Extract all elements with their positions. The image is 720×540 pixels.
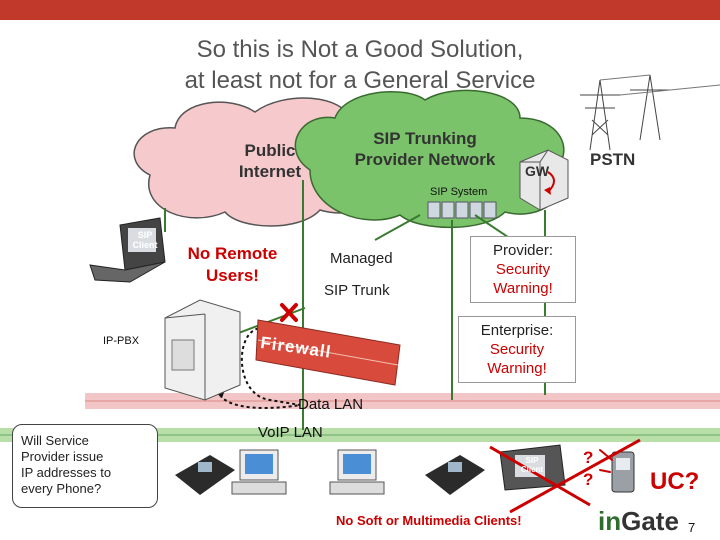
provider-heading: Provider: bbox=[492, 242, 554, 259]
question-mark-2: ? bbox=[583, 470, 594, 489]
lan-laptop-icon bbox=[499, 444, 566, 491]
enterprise-warning-callout: Enterprise: Security Warning! bbox=[458, 316, 576, 383]
sip-trunk-label: SIP Trunk bbox=[324, 282, 390, 299]
sip-system-servers bbox=[427, 201, 497, 219]
sip-system-label: SIP System bbox=[430, 186, 488, 198]
top-accent-bar bbox=[0, 0, 720, 20]
sip-client-line-2: Client bbox=[132, 240, 158, 250]
laptop-icon bbox=[89, 217, 166, 283]
provider-warning-callout: Provider: Security Warning! bbox=[470, 236, 576, 303]
voip-lan-label: VoIP LAN bbox=[258, 424, 323, 441]
will-service-line-2: Provider issue bbox=[21, 449, 104, 464]
sip-trunking-line-2: Provider Network bbox=[354, 150, 496, 169]
title-line-1: So this is Not a Good Solution, bbox=[196, 36, 524, 63]
will-service-line-3: IP addresses to bbox=[21, 465, 112, 480]
transmission-tower-icon bbox=[580, 74, 720, 151]
enterprise-heading: Enterprise: bbox=[480, 322, 554, 339]
will-service-callout: Will Service Provider issue IP addresses… bbox=[12, 424, 158, 508]
lan-sip-client-label: SIP Client bbox=[518, 456, 546, 474]
public-internet-label: Public Internet bbox=[215, 140, 325, 182]
no-remote-users-label: No Remote Users! bbox=[170, 243, 295, 287]
slide-title: So this is Not a Good Solution, at least… bbox=[0, 34, 720, 96]
no-soft-clients-label: No Soft or Multimedia Clients! bbox=[336, 513, 522, 528]
ip-pbx-server-icon bbox=[164, 299, 241, 401]
firewall-icon bbox=[255, 319, 401, 386]
desk-phone-icon bbox=[175, 455, 485, 495]
laptop-sip-client-label: SIP Client bbox=[130, 230, 160, 250]
enterprise-body-line-1: Security bbox=[489, 341, 545, 358]
logo-in: in bbox=[598, 506, 622, 536]
managed-label: Managed bbox=[330, 250, 393, 267]
title-line-2: at least not for a General Service bbox=[184, 67, 536, 94]
slide-number: 7 bbox=[688, 520, 696, 535]
no-clients-cross bbox=[489, 438, 641, 514]
gateway-icon bbox=[519, 149, 569, 211]
sip-trunking-label: SIP Trunking Provider Network bbox=[335, 128, 515, 170]
red-x-mark bbox=[280, 303, 298, 322]
lan-sip-client-line-2: Client bbox=[520, 465, 544, 474]
sip-trunking-line-1: SIP Trunking bbox=[373, 129, 477, 148]
lan-sip-client-line-1: SIP bbox=[525, 456, 539, 465]
will-service-line-1: Will Service bbox=[21, 433, 89, 448]
public-internet-line-1: Public bbox=[244, 141, 296, 160]
sip-client-line-1: SIP bbox=[137, 230, 153, 240]
no-remote-line-2: Users! bbox=[206, 266, 259, 285]
data-lan-label: Data LAN bbox=[298, 396, 364, 413]
provider-body-line-2: Warning! bbox=[493, 280, 553, 297]
desktop-pc-icon bbox=[231, 449, 385, 495]
uc-label: UC? bbox=[650, 468, 700, 495]
no-remote-line-1: No Remote bbox=[187, 244, 278, 263]
logo-gate: Gate bbox=[621, 506, 679, 536]
ingate-logo: inGate bbox=[598, 506, 679, 536]
public-internet-line-2: Internet bbox=[238, 162, 302, 181]
question-mark-1: ? bbox=[583, 448, 594, 467]
gw-label: GW bbox=[525, 163, 550, 179]
lightning-strikes bbox=[599, 449, 613, 473]
provider-body-line-1: Security bbox=[495, 261, 551, 278]
ip-pbx-label: IP-PBX bbox=[103, 335, 140, 347]
sip-trunking-cloud bbox=[294, 89, 565, 229]
pstn-label: PSTN bbox=[590, 150, 636, 169]
enterprise-body-line-2: Warning! bbox=[487, 360, 547, 377]
mobile-phone-icon bbox=[611, 451, 635, 493]
will-service-line-4: every Phone? bbox=[21, 481, 102, 496]
